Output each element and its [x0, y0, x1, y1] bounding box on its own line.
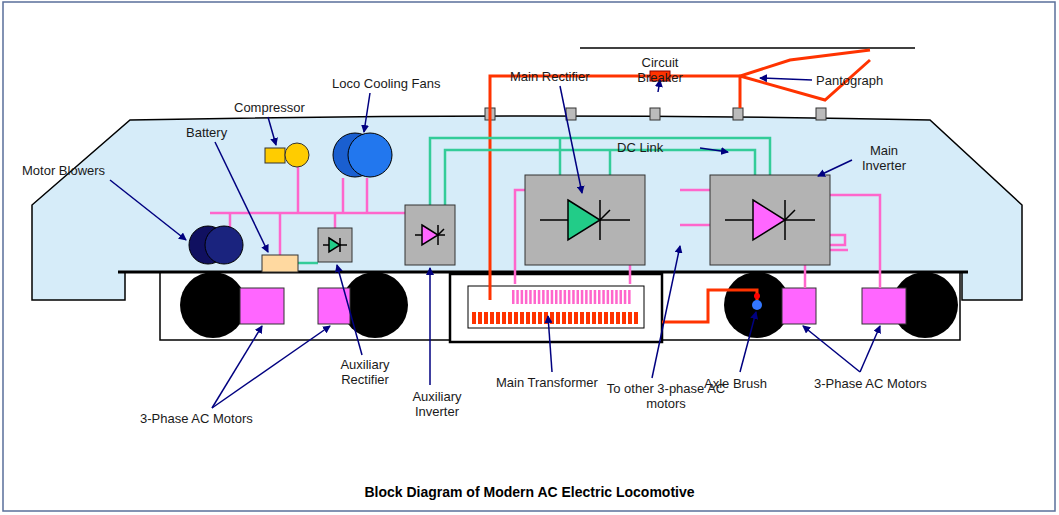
cooling-fan	[348, 133, 392, 177]
compressor	[265, 148, 285, 163]
part-label: Compressor	[234, 100, 334, 115]
axle	[752, 300, 762, 310]
transformer-tank	[450, 274, 662, 342]
diode-symbols	[323, 200, 815, 252]
part-label: Main Inverter	[852, 143, 916, 173]
roof-insulators	[485, 108, 826, 120]
transformer-core	[468, 286, 644, 328]
main-rectifier-box	[525, 175, 645, 265]
part-label: 3-Phase AC Motors	[140, 411, 290, 426]
part-label: Auxiliary Inverter	[402, 389, 472, 419]
overhead-wire	[580, 47, 915, 49]
part-label: To other 3-phase AC motors	[606, 381, 726, 411]
battery-link	[298, 262, 318, 265]
leader-lines	[110, 78, 880, 408]
part-label: Motor Blowers	[22, 163, 132, 178]
high-voltage-line	[490, 50, 870, 322]
part-label: Circuit Breaker	[628, 55, 692, 85]
traction-motor	[782, 288, 816, 324]
part-label: DC Link	[617, 140, 697, 155]
traction-motor	[240, 288, 284, 324]
frame	[3, 2, 1055, 511]
part-label: Loco Cooling Fans	[332, 76, 462, 91]
ac-wiring	[210, 167, 880, 288]
battery	[262, 255, 298, 272]
part-label: 3-Phase AC Motors	[814, 376, 964, 391]
bogie-frame	[660, 272, 960, 340]
motor-blower	[205, 226, 243, 264]
auxiliary-rectifier-box	[318, 228, 352, 262]
part-label: Battery	[186, 125, 266, 140]
part-label: Auxiliary Rectifier	[330, 357, 400, 387]
part-label: Main Transformer	[496, 375, 626, 390]
compressor	[285, 143, 309, 167]
main-inverter-box	[710, 175, 830, 265]
auxiliary-inverter-box	[405, 205, 455, 265]
wheel	[724, 272, 790, 338]
part-label: Main Rectifier	[510, 69, 620, 84]
part-label: Pantograph	[816, 73, 916, 88]
bogie-frame	[160, 272, 460, 340]
diagram-title: Block Diagram of Modern AC Electric Loco…	[0, 484, 1059, 500]
wheel	[180, 272, 246, 338]
axle-brush	[754, 293, 760, 299]
transformer-windings	[472, 290, 638, 324]
loco-body	[32, 116, 1022, 300]
wheel	[342, 272, 408, 338]
traction-motor	[862, 288, 906, 324]
